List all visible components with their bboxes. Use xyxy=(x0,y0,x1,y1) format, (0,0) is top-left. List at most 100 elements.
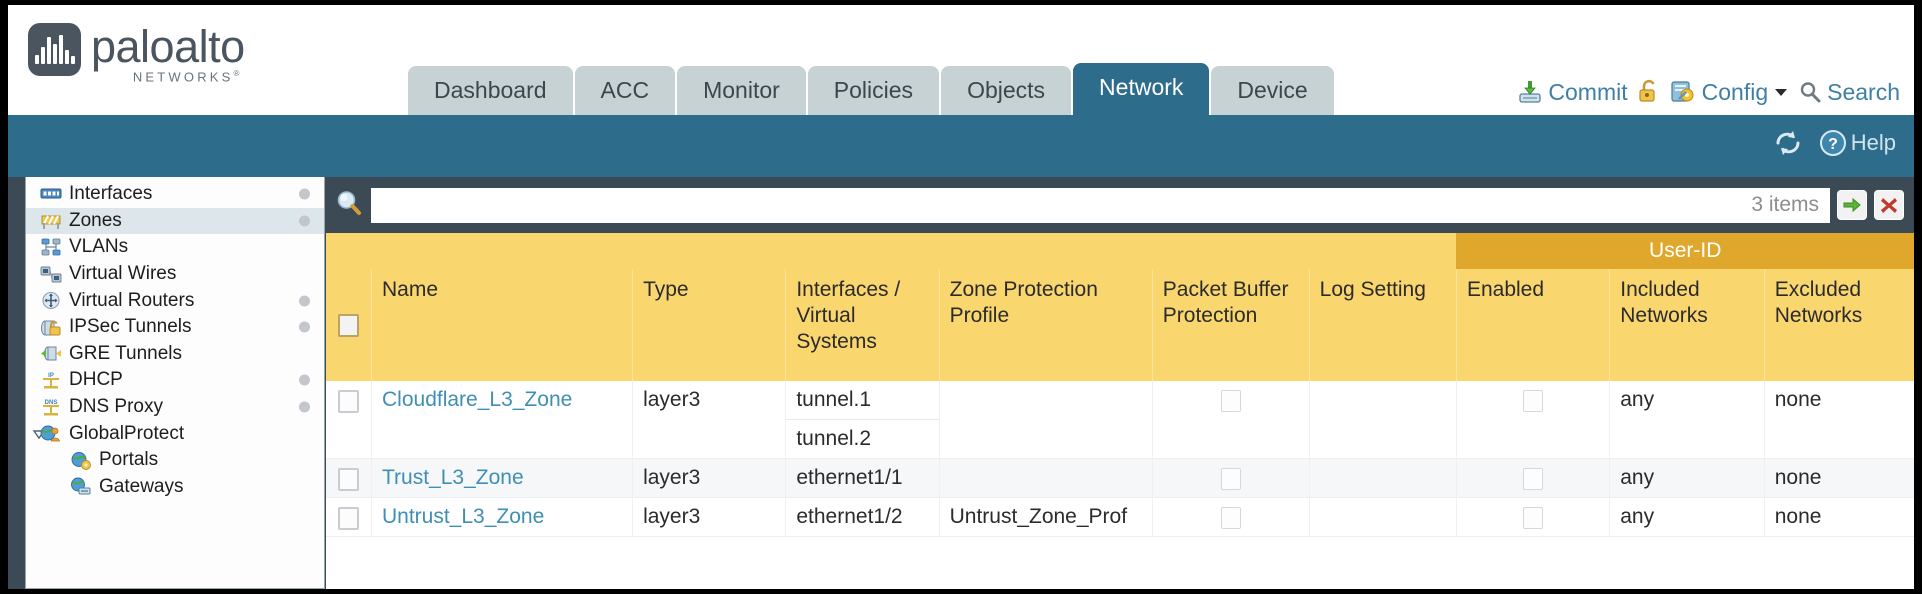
cell-userid-enabled[interactable] xyxy=(1455,381,1610,459)
sidebar-item-zones[interactable]: Zones xyxy=(26,207,324,235)
tab-policies[interactable]: Policies xyxy=(807,66,940,115)
virtual-wires-icon xyxy=(40,265,62,284)
column-header-type[interactable]: Type xyxy=(632,269,786,381)
row-select-cell[interactable] xyxy=(326,381,372,459)
column-header-enabled[interactable]: Enabled xyxy=(1455,269,1610,381)
packet-buffer-protection-checkbox[interactable] xyxy=(1220,468,1241,491)
tab-dashboard[interactable]: Dashboard xyxy=(408,66,573,115)
svg-text:DNS: DNS xyxy=(45,400,58,406)
userid-enabled-checkbox[interactable] xyxy=(1523,468,1544,491)
column-header-name[interactable]: Name xyxy=(370,269,633,381)
sidebar-item-globalprotect[interactable]: GlobalProtect xyxy=(26,420,324,447)
column-header-row: Name Type Interfaces / Virtual Systems Z… xyxy=(326,269,1914,381)
sidebar-item-label: Virtual Routers xyxy=(69,289,195,311)
packet-buffer-protection-checkbox[interactable] xyxy=(1220,507,1241,530)
select-all-header[interactable] xyxy=(326,269,372,381)
userid-enabled-checkbox[interactable] xyxy=(1523,507,1544,530)
refresh-icon[interactable] xyxy=(1773,129,1803,157)
interface-entry: ethernet1/1 xyxy=(796,466,903,489)
search-button[interactable]: Search xyxy=(1798,79,1900,105)
status-dot xyxy=(299,374,310,386)
row-checkbox[interactable] xyxy=(338,389,359,413)
status-dot xyxy=(299,401,310,413)
tab-device[interactable]: Device xyxy=(1211,66,1334,115)
row-checkbox[interactable] xyxy=(338,506,359,530)
userid-enabled-checkbox[interactable] xyxy=(1523,390,1544,413)
zone-name-link[interactable]: Untrust_L3_Zone xyxy=(382,505,545,528)
filter-bar: 3 items xyxy=(326,177,1914,233)
zone-name-link[interactable]: Cloudflare_L3_Zone xyxy=(382,388,573,411)
table-row[interactable]: Trust_L3_Zone layer3 ethernet1/1 any non… xyxy=(326,458,1914,498)
row-select-cell[interactable] xyxy=(326,497,372,537)
cell-packet-buffer-protection[interactable] xyxy=(1151,381,1310,459)
sidebar-item-virtual-routers[interactable]: Virtual Routers xyxy=(26,287,324,314)
tab-objects[interactable]: Objects xyxy=(941,66,1072,115)
interface-entry: tunnel.1 xyxy=(786,381,939,420)
sidebar-item-ipsec-tunnels[interactable]: IPSec Tunnels xyxy=(26,314,324,341)
lock-icon xyxy=(1637,79,1661,105)
help-button[interactable]: ? Help xyxy=(1819,129,1896,157)
sidebar-item-gre-tunnels[interactable]: GRE Tunnels xyxy=(26,341,324,368)
column-header-log-setting[interactable]: Log Setting xyxy=(1308,269,1457,381)
column-header-packet-buffer-protection[interactable]: Packet Buffer Protection xyxy=(1151,269,1310,381)
sidebar-item-label: Gateways xyxy=(99,475,184,497)
row-checkbox[interactable] xyxy=(338,467,359,491)
cell-name[interactable]: Untrust_L3_Zone xyxy=(370,497,633,537)
cell-userid-enabled[interactable] xyxy=(1455,458,1610,498)
config-menu[interactable]: Config xyxy=(1670,79,1789,105)
sidebar-item-dhcp[interactable]: IP DHCP xyxy=(26,367,324,394)
commit-button[interactable]: Commit xyxy=(1517,79,1628,105)
clear-filter-button[interactable] xyxy=(1874,190,1904,220)
paloalto-logo-mark-icon xyxy=(28,23,81,76)
interface-entry: tunnel.2 xyxy=(796,427,872,450)
column-header-interfaces[interactable]: Interfaces / Virtual Systems xyxy=(785,269,940,381)
paloalto-logo: paloalto NETWORKS® xyxy=(28,23,245,84)
sidebar-item-vlans[interactable]: VLANs xyxy=(26,234,324,261)
sidebar-nav-list: Interfaces Zones xyxy=(26,177,324,500)
cell-type: layer3 xyxy=(632,381,786,459)
column-header-zone-protection-profile[interactable]: Zone Protection Profile xyxy=(938,269,1153,381)
cell-name[interactable]: Cloudflare_L3_Zone xyxy=(370,381,633,459)
main-nav-tabs[interactable]: Dashboard ACC Monitor Policies Objects N… xyxy=(408,63,1334,115)
column-header-included-networks[interactable]: Included Networks xyxy=(1609,269,1765,381)
cell-log-setting xyxy=(1308,497,1457,537)
cell-userid-enabled[interactable] xyxy=(1455,497,1610,537)
lock-button[interactable] xyxy=(1637,79,1661,105)
sidebar-item-label: Interfaces xyxy=(69,183,153,205)
row-select-cell[interactable] xyxy=(326,458,372,498)
zone-name-link[interactable]: Trust_L3_Zone xyxy=(382,466,524,489)
column-header-excluded-networks[interactable]: Excluded Networks xyxy=(1763,269,1914,381)
sidebar-item-interfaces[interactable]: Interfaces xyxy=(26,181,324,208)
sidebar-item-dns-proxy[interactable]: DNS DNS Proxy xyxy=(26,394,324,421)
config-label: Config xyxy=(1701,79,1769,105)
sidebar-item-label: Portals xyxy=(99,449,159,471)
tab-network[interactable]: Network xyxy=(1073,63,1210,115)
select-all-checkbox[interactable] xyxy=(338,313,359,337)
table-row[interactable]: Untrust_L3_Zone layer3 ethernet1/2 Untru… xyxy=(326,497,1914,537)
tab-acc[interactable]: ACC xyxy=(574,66,676,115)
virtual-routers-icon xyxy=(40,291,62,310)
table-row[interactable]: Cloudflare_L3_Zone layer3 tunnel.1 tunne… xyxy=(326,381,1914,459)
tab-monitor[interactable]: Monitor xyxy=(677,66,806,115)
filter-search-icon[interactable] xyxy=(334,188,364,223)
cell-included-networks: any xyxy=(1609,458,1765,498)
cell-packet-buffer-protection[interactable] xyxy=(1151,458,1310,498)
cell-name[interactable]: Trust_L3_Zone xyxy=(370,458,633,498)
status-dot xyxy=(299,215,310,227)
cell-included-networks: any xyxy=(1609,381,1765,459)
sub-header-band: ? Help xyxy=(8,115,1914,177)
apply-filter-button[interactable] xyxy=(1837,190,1867,220)
cell-packet-buffer-protection[interactable] xyxy=(1151,497,1310,537)
zones-icon xyxy=(40,211,62,230)
search-input[interactable]: 3 items xyxy=(371,187,1830,223)
config-wrench-icon xyxy=(1670,79,1697,105)
search-magnifier-icon xyxy=(1798,80,1822,104)
cell-log-setting xyxy=(1308,458,1457,498)
cell-type: layer3 xyxy=(632,497,786,537)
dns-proxy-icon: DNS xyxy=(40,398,62,417)
sidebar-item-gateways[interactable]: Gateways xyxy=(26,474,324,501)
sidebar-item-portals[interactable]: Portals xyxy=(26,447,324,474)
cell-interfaces: ethernet1/2 xyxy=(785,497,940,537)
sidebar-item-virtual-wires[interactable]: Virtual Wires xyxy=(26,261,324,288)
packet-buffer-protection-checkbox[interactable] xyxy=(1220,390,1241,413)
